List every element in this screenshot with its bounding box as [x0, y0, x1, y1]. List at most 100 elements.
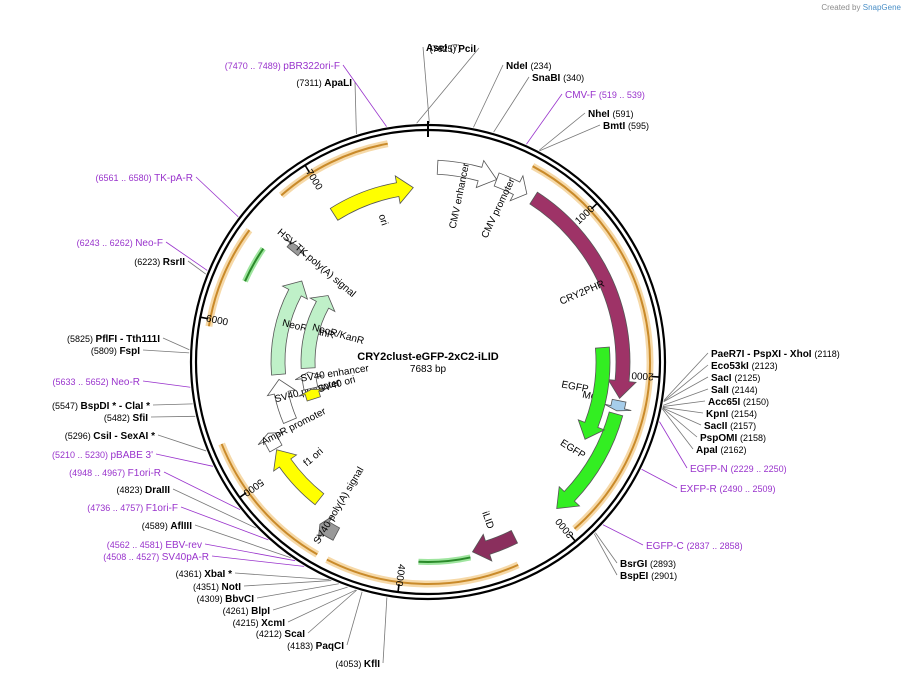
site-text: NheI (591) [588, 109, 633, 120]
tick-label: 4000 [393, 563, 407, 587]
site-text: (4215) XcmI [233, 618, 286, 629]
enzyme-site-pflfi-tth111i[interactable]: (5825) PflFI - Tth111I [67, 334, 160, 345]
site-text: (7311) ApaLI [296, 78, 352, 89]
callout-line [155, 453, 214, 467]
tick-mark [590, 202, 598, 210]
feature-egfp[interactable] [556, 411, 624, 509]
enzyme-site-acc65i[interactable]: Acc65I (2150) [708, 397, 769, 408]
tick-label: 2000 [631, 369, 654, 381]
site-name: PaeR7I - PspXI - XhoI [711, 349, 814, 360]
enzyme-site-sali[interactable]: SalI (2144) [711, 385, 758, 396]
enzyme-site-csii-sexai[interactable]: (5296) CsiI - SexAI * [65, 431, 155, 442]
site-coord: (4212) [256, 629, 285, 639]
callout-line [662, 388, 709, 406]
primer-site-pbabe-3[interactable]: (5210 .. 5230) pBABE 3' [52, 450, 153, 461]
enzyme-site-sacii[interactable]: SacII (2157) [704, 421, 756, 432]
enzyme-site-apai[interactable]: ApaI (2162) [696, 445, 746, 456]
enzyme-site-bspei[interactable]: BspEI (2901) [620, 571, 677, 582]
site-coord: (5547) [52, 401, 81, 411]
feature-ori[interactable] [329, 175, 414, 221]
feature-mcs[interactable] [603, 398, 632, 412]
callout-line [165, 241, 208, 271]
primer-site-exfp-r[interactable]: EXFP-R (2490 .. 2509) [680, 484, 776, 495]
site-name: Eco53kI [711, 361, 752, 372]
site-name: BspDI * - ClaI * [81, 401, 151, 412]
enzyme-site-sfii[interactable]: (5482) SfiI [104, 413, 148, 424]
primer-site-neo-r[interactable]: (5633 .. 5652) Neo-R [53, 377, 140, 388]
enzyme-site-pcii[interactable]: (7625) PciI [430, 44, 477, 55]
site-coord: (4309) [197, 594, 226, 604]
feature-sv40-enhancer[interactable] [294, 371, 324, 391]
site-coord: (4823) [116, 485, 145, 495]
feature-cmv-enhancer[interactable] [436, 159, 498, 189]
feature-egfp[interactable] [577, 346, 611, 440]
enzyme-site-noti[interactable]: (4351) NotI [193, 582, 241, 593]
enzyme-site-bsrgi[interactable]: BsrGI (2893) [620, 559, 676, 570]
enzyme-site-bbvci[interactable]: (4309) BbvCI [197, 594, 255, 605]
enzyme-site-pspomi[interactable]: PspOMI (2158) [700, 433, 766, 444]
primer-site-egfp-c[interactable]: EGFP-C (2837 .. 2858) [646, 541, 743, 552]
feature-sv40-promoter[interactable] [266, 378, 297, 425]
enzyme-site-saci[interactable]: SacI (2125) [711, 373, 760, 384]
primer-site-neo-f[interactable]: (6243 .. 6262) Neo-F [77, 238, 163, 249]
callout-line [194, 524, 291, 559]
feature-sv40-poly-a-signal[interactable] [317, 515, 341, 541]
enzyme-site-bspdi-clai[interactable]: (5547) BspDI * - ClaI * [52, 401, 150, 412]
enzyme-site-bmti[interactable]: BmtI (595) [603, 121, 649, 132]
feature-neor-kanr[interactable] [300, 295, 336, 369]
enzyme-site-snabi[interactable]: SnaBI (340) [532, 73, 584, 84]
feature-hsv-tk-poly-a-signal[interactable] [284, 238, 307, 258]
callout-line [663, 376, 709, 403]
callout-line [234, 572, 330, 581]
site-coord: (2490 .. 2509) [719, 484, 775, 494]
site-name: BbvCI [225, 594, 254, 605]
enzyme-site-eco53ki[interactable]: Eco53kI (2123) [711, 361, 778, 372]
feature-sv40-ori[interactable] [298, 388, 326, 402]
site-name: CsiI - SexAI * [93, 431, 155, 442]
site-name: SV40pA-R [162, 552, 209, 563]
site-labels: (7625) PciI (7311) ApaLI (6223) RsrII (5825… [52, 43, 840, 670]
enzyme-site-paer7i-pspxi-xhoi[interactable]: PaeR7I - PspXI - XhoI (2118) [711, 349, 840, 360]
enzyme-site-fspi[interactable]: (5809) FspI [91, 346, 140, 357]
feature-neor-kanr[interactable] [270, 280, 309, 376]
enzyme-site-nhei[interactable]: NheI (591) [588, 109, 633, 120]
site-text: (4212) ScaI [256, 629, 305, 640]
enzyme-site-xbai[interactable]: (4361) XbaI * [176, 569, 232, 580]
site-coord: (2123) [752, 361, 778, 371]
enzyme-site-afliii[interactable]: (4589) AflIII [142, 521, 192, 532]
primer-site-f1ori-f[interactable]: (4736 .. 4757) F1ori-F [87, 503, 178, 514]
feature-f1-ori[interactable] [273, 449, 325, 506]
primer-site-cmv-f[interactable]: CMV-F (519 .. 539) [565, 90, 645, 101]
enzyme-site-scai[interactable]: (4212) ScaI [256, 629, 305, 640]
enzyme-site-draiii[interactable]: (4823) DraIII [116, 485, 170, 496]
feature-ampr-promoter[interactable] [257, 432, 284, 453]
primer-site-pbr322ori-f[interactable]: (7470 .. 7489) pBR322ori-F [225, 61, 340, 72]
site-coord: (6243 .. 6262) [77, 238, 136, 248]
enzyme-site-blpi[interactable]: (4261) BlpI [223, 606, 271, 617]
feature-ilid[interactable] [471, 529, 519, 562]
enzyme-site-rsrii[interactable]: (6223) RsrII [134, 257, 185, 268]
enzyme-site-xcmi[interactable]: (4215) XcmI [233, 618, 286, 629]
site-coord: (4183) [287, 641, 316, 651]
primer-arc [326, 558, 519, 585]
feature-cmv-promoter[interactable] [493, 172, 528, 202]
enzyme-site-kfli[interactable]: (4053) KflI [335, 659, 380, 670]
enzyme-site-ndei[interactable]: NdeI (234) [506, 61, 551, 72]
primer-site-sv40pa-r[interactable]: (4508 .. 4527) SV40pA-R [103, 552, 209, 563]
site-name: AseI [426, 43, 450, 54]
primer-site-egfp-n[interactable]: EGFP-N (2229 .. 2250) [690, 464, 787, 475]
enzyme-site-apali[interactable]: (7311) ApaLI [296, 78, 352, 89]
primer-site-f1ori-r[interactable]: (4948 .. 4967) F1ori-R [69, 468, 161, 479]
site-name: pBABE 3' [111, 450, 154, 461]
site-text: SnaBI (340) [532, 73, 584, 84]
primer-site-ebv-rev[interactable]: (4562 .. 4581) EBV-rev [107, 540, 202, 551]
feature-cry2phr[interactable] [529, 191, 637, 399]
site-name: XcmI [261, 618, 285, 629]
enzyme-site-kpni[interactable]: KpnI (2154) [706, 409, 757, 420]
enzyme-site-asei[interactable]: AseI (7) [426, 43, 461, 54]
primer-site-tk-pa-r[interactable]: (6561 .. 6580) TK-pA-R [96, 173, 193, 184]
primer-arcs [205, 140, 654, 588]
site-coord: (6561 .. 6580) [96, 173, 155, 183]
feature-label-egfp: EGFP [558, 438, 587, 462]
enzyme-site-paqci[interactable]: (4183) PaqCI [287, 641, 344, 652]
